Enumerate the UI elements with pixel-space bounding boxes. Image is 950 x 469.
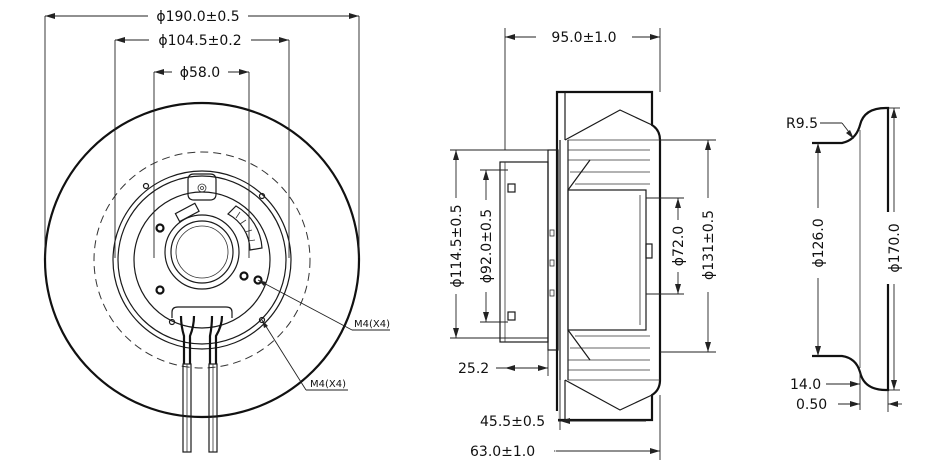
side-view: 95.0±1.0 ϕ114.5±0.5 ϕ92.0±0.5 bbox=[446, 27, 718, 461]
dim-inner-diameter-label: ϕ104.5±0.2 bbox=[158, 33, 241, 49]
dim-body: ϕ131±0.5 bbox=[660, 139, 718, 353]
dim-height-label: 95.0±1.0 bbox=[551, 30, 616, 46]
inlet-ring-view: R9.5 ϕ126.0 ϕ170.0 14.0 bbox=[786, 106, 904, 413]
callout-upper: M4(X4) bbox=[257, 279, 390, 331]
callout-lower-label: M4(X4) bbox=[310, 379, 346, 390]
dim-inner-label: ϕ126.0 bbox=[811, 218, 827, 267]
flange-plate bbox=[499, 161, 549, 343]
dim-outer-diameter: ϕ190.0±0.5 bbox=[44, 6, 360, 258]
dim-lip-label: 14.0 bbox=[790, 377, 821, 393]
dim-inner: ϕ126.0 bbox=[808, 143, 828, 356]
callout-upper-label: M4(X4) bbox=[354, 319, 390, 330]
front-view: ϕ190.0±0.5 ϕ104.5±0.2 ϕ58.0 M4(X bbox=[43, 6, 390, 453]
screw-holes bbox=[142, 182, 266, 326]
hub-inner bbox=[170, 220, 234, 284]
dim-thickness-label: 0.50 bbox=[796, 397, 827, 413]
dim-depth-inner: 45.5±0.5 bbox=[478, 380, 646, 431]
dim-flange-outer: ϕ114.5±0.5 bbox=[446, 149, 548, 339]
hub-bore bbox=[175, 225, 229, 279]
impeller-dashed-circle bbox=[93, 151, 311, 369]
dim-height: 95.0±1.0 bbox=[504, 27, 661, 150]
dim-depth-outer-label: 63.0±1.0 bbox=[470, 444, 535, 460]
dim-inner-diameter: ϕ104.5±0.2 bbox=[114, 30, 290, 258]
dim-hub-label: ϕ72.0 bbox=[671, 226, 687, 266]
cable-wires bbox=[182, 363, 218, 453]
dim-outer-label: ϕ170.0 bbox=[887, 223, 903, 272]
dim-outer-diameter-label: ϕ190.0±0.5 bbox=[156, 9, 239, 25]
top-boss bbox=[187, 173, 217, 201]
dim-flange-outer-label: ϕ114.5±0.5 bbox=[449, 204, 465, 287]
dim-offset: 25.2 bbox=[458, 342, 549, 377]
motor-block bbox=[567, 189, 647, 331]
slot-feature bbox=[174, 202, 200, 223]
dim-radius-label: R9.5 bbox=[786, 116, 818, 132]
dim-body-label: ϕ131±0.5 bbox=[701, 210, 717, 280]
mounting-plate-inner bbox=[117, 175, 287, 345]
callout-lower: M4(X4) bbox=[261, 319, 348, 391]
mounting-plate-outer bbox=[112, 170, 292, 350]
dim-depth-inner-label: 45.5±0.5 bbox=[480, 414, 545, 430]
dim-flange-inner-label: ϕ92.0±0.5 bbox=[479, 209, 495, 283]
blade-outline bbox=[555, 90, 662, 422]
impeller-outer-circle bbox=[43, 101, 361, 419]
dim-hub-diameter: ϕ58.0 bbox=[153, 62, 250, 258]
dim-thickness: 0.50 bbox=[796, 390, 902, 413]
dim-radius: R9.5 bbox=[786, 116, 854, 139]
dim-hub: ϕ72.0 bbox=[646, 197, 688, 295]
cable-exit bbox=[171, 306, 233, 318]
dim-depth-outer: 63.0±1.0 bbox=[468, 395, 661, 461]
dim-hub-diameter-label: ϕ58.0 bbox=[180, 65, 220, 81]
dim-flange-inner: ϕ92.0±0.5 bbox=[476, 169, 508, 323]
hub-outer bbox=[164, 214, 240, 290]
dim-outer: ϕ170.0 bbox=[884, 107, 904, 391]
dim-offset-label: 25.2 bbox=[458, 361, 489, 377]
arc-window bbox=[227, 205, 263, 251]
